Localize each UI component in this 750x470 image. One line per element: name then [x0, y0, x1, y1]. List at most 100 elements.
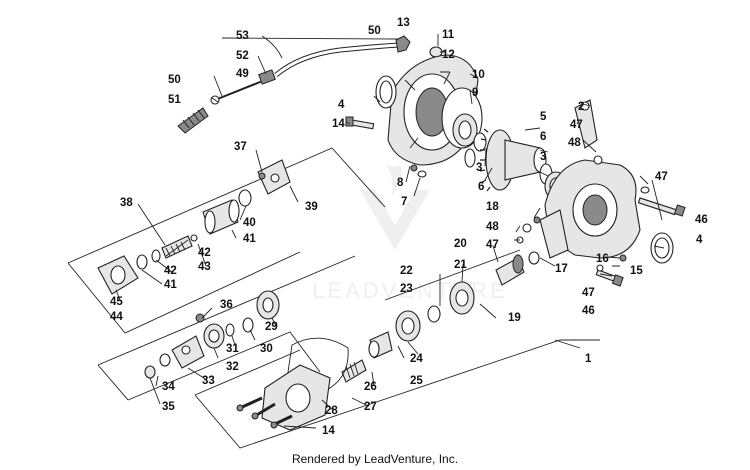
callout-labels: 1 2 3 3 4 4 5 6 6 7 8 9 10 11 12 13 14 1… [110, 17, 708, 437]
shaft-26 [341, 359, 367, 383]
plug-16 [619, 254, 627, 262]
pinion-gear-20 [495, 254, 525, 286]
callout-38: 38 [120, 197, 133, 209]
bolt-37 [258, 172, 266, 180]
nut-17 [528, 251, 540, 265]
washer-47-upper [640, 186, 650, 194]
outline-19 [384, 249, 521, 301]
seal-41-lower [136, 254, 148, 270]
callout-25: 25 [410, 375, 423, 387]
callout-50: 50 [168, 74, 181, 86]
bolt-46-lower [595, 269, 624, 287]
outline-1-bottom [194, 339, 600, 449]
callout-41: 41 [243, 233, 256, 245]
o-ring-42-lower [151, 249, 161, 263]
callout-15: 15 [630, 265, 643, 277]
bolt-46-upper [637, 197, 686, 217]
callout-21: 21 [454, 259, 467, 271]
callout-44: 44 [110, 311, 123, 323]
callout-19: 19 [508, 312, 521, 324]
callout-9: 9 [472, 87, 478, 99]
parts [97, 34, 686, 431]
bolts-14-lower [236, 396, 293, 429]
callout-27: 27 [364, 401, 377, 413]
ring-31 [225, 323, 235, 337]
callout-41: 41 [164, 279, 177, 291]
callout-1: 1 [585, 353, 592, 365]
callout-3: 3 [540, 151, 546, 163]
outline-38-top [67, 147, 386, 264]
callout-12: 12 [442, 49, 455, 61]
main-housing [539, 99, 641, 259]
screw-18 [533, 216, 541, 224]
callout-33: 33 [202, 375, 215, 387]
callout-6: 6 [540, 131, 546, 143]
collar-25 [368, 331, 393, 359]
callout-8: 8 [397, 177, 404, 189]
nut-36 [195, 313, 205, 323]
callout-6: 6 [478, 181, 484, 193]
callout-20: 20 [454, 238, 467, 250]
callout-3: 3 [476, 162, 482, 174]
callout-49: 49 [236, 68, 249, 80]
rubber-boot [177, 107, 209, 134]
coupler-41 [202, 199, 240, 235]
bearing-front [452, 113, 478, 147]
callout-11: 11 [442, 29, 455, 41]
yoke-33 [171, 335, 205, 369]
race-23 [427, 305, 441, 323]
callout-46: 46 [695, 214, 708, 226]
callout-4: 4 [696, 234, 703, 246]
callout-31: 31 [226, 343, 239, 355]
callout-47: 47 [570, 119, 583, 131]
callout-51: 51 [168, 94, 181, 106]
flange-44 [97, 255, 139, 295]
callout-7: 7 [401, 196, 407, 208]
callout-26: 26 [364, 381, 377, 393]
o-ring-42-upper [190, 234, 198, 242]
callout-2: 2 [578, 101, 584, 113]
washer-47-lower [596, 264, 604, 272]
splined-shaft-43 [161, 235, 193, 259]
callout-37: 37 [234, 141, 247, 153]
callout-29: 29 [265, 321, 278, 333]
outline-19-upper [97, 255, 356, 366]
vent-fitting [395, 35, 411, 53]
outline-38-bottom [67, 251, 301, 334]
washer-7 [417, 170, 427, 178]
callout-28: 28 [325, 405, 338, 417]
fitting-48-upper [593, 155, 603, 165]
callout-48: 48 [568, 137, 581, 149]
callout-18: 18 [486, 201, 499, 213]
callout-16: 16 [596, 253, 609, 265]
callout-32: 32 [226, 361, 239, 373]
callout-30: 30 [260, 343, 273, 355]
cable-rod [214, 79, 266, 101]
screw-8 [410, 164, 418, 172]
callout-5: 5 [540, 111, 547, 123]
callout-39: 39 [305, 201, 318, 213]
callout-14: 14 [332, 118, 345, 130]
callout-45: 45 [110, 296, 123, 308]
callout-46: 46 [582, 305, 595, 317]
callout-10: 10 [472, 69, 485, 81]
cable-clevis [258, 69, 276, 85]
callout-52: 52 [236, 50, 249, 62]
callout-42: 42 [164, 265, 177, 277]
rendered-by-credit: Rendered by LeadVenture, Inc. [291, 452, 459, 466]
callout-48: 48 [486, 221, 499, 233]
callout-17: 17 [555, 263, 568, 275]
outline-lower [127, 331, 321, 401]
clip-30 [242, 317, 254, 333]
bearing-29 [256, 290, 280, 320]
assembly-outlines [67, 147, 600, 449]
callout-34: 34 [162, 381, 175, 393]
callout-47: 47 [486, 239, 499, 251]
seal-32 [203, 323, 225, 349]
callout-4: 4 [338, 99, 345, 111]
bearing-21 [449, 281, 475, 315]
callout-35: 35 [162, 401, 175, 413]
callout-13: 13 [397, 17, 410, 29]
